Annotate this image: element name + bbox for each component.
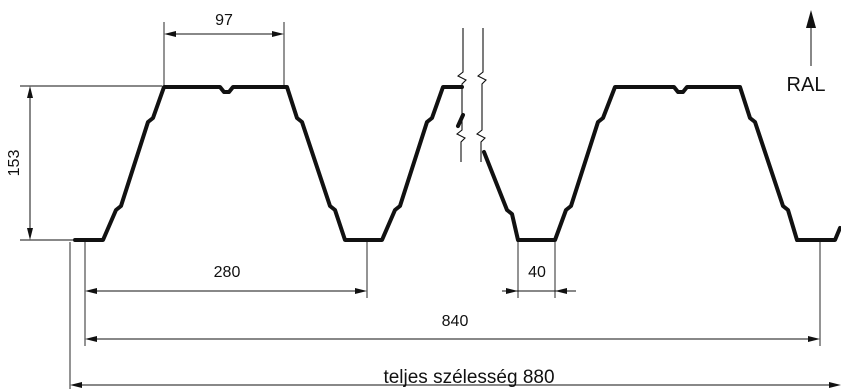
orientation-label: RAL (787, 74, 826, 96)
dimension-rib-pitch-label: 280 (214, 264, 241, 281)
dimension-bottom-flange (502, 242, 576, 298)
dimension-height (20, 85, 162, 241)
dimension-bottom-flange-label: 40 (528, 264, 546, 281)
dimension-height-label: 153 (6, 150, 23, 177)
dimension-effective-width-label: 840 (442, 313, 469, 330)
profile-outline-right (482, 85, 841, 242)
dimension-total-width (69, 242, 841, 389)
profile-outline-left (73, 85, 464, 242)
dimension-total-width-label: teljes szélesség 880 (383, 367, 554, 388)
dimension-top-flange (163, 22, 285, 86)
break-symbol (455, 28, 487, 162)
orientation-arrow-icon (806, 10, 816, 66)
dimension-rib-pitch (84, 242, 368, 298)
dimension-effective-width (84, 242, 821, 346)
dimension-top-flange-label: 97 (215, 12, 233, 29)
